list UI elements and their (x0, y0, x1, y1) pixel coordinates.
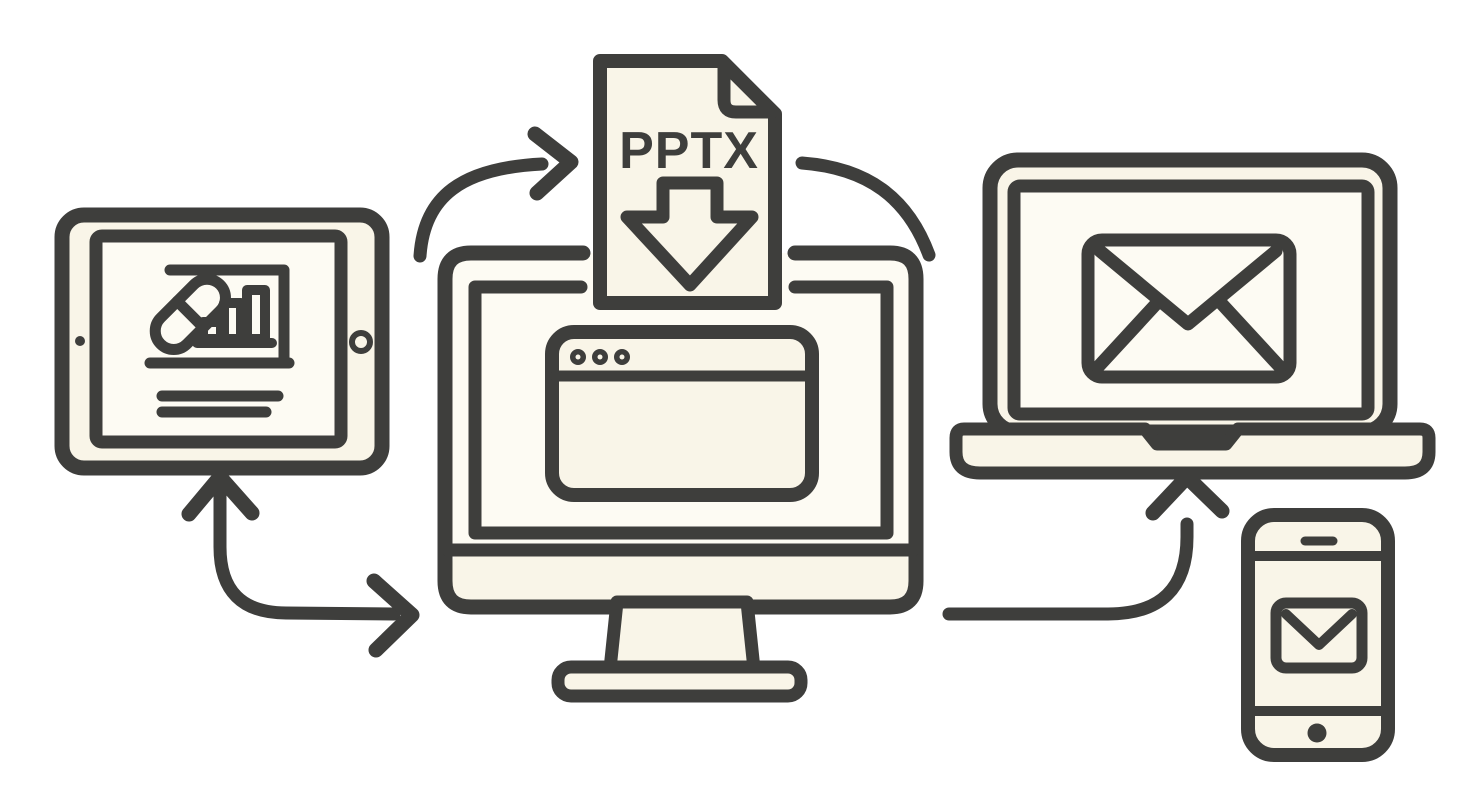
monitor-stand-base (551, 660, 808, 703)
monitor-stand-neck (603, 595, 761, 676)
pptx-label: PPTX (619, 122, 759, 180)
arrow-right-head (366, 573, 420, 658)
tablet-camera-dot (75, 336, 85, 346)
laptop-base (949, 422, 1436, 480)
email-envelope-icon (1270, 597, 1368, 674)
arrow-right-head (527, 126, 579, 201)
envelope-fold-left (1091, 296, 1164, 374)
bar-chart-icon (192, 285, 277, 348)
tablet-monitor-arrow (181, 469, 420, 658)
slide-frame (164, 264, 290, 364)
arrow-up-head (181, 469, 260, 522)
presentation-slide-icon (144, 264, 295, 369)
monitor-file-arc-arrow (413, 126, 579, 263)
envelope-outline (1270, 597, 1368, 674)
pptx-file: PPTX (593, 54, 782, 310)
file-laptop-arc (795, 156, 936, 262)
browser-window-buttons (570, 349, 630, 365)
phone-device (1241, 508, 1395, 762)
browser-window-frame (545, 325, 819, 502)
monitor-screen-outline (468, 280, 894, 540)
phone-body (1241, 508, 1395, 762)
envelope-flap (1281, 609, 1357, 650)
email-envelope-icon (1081, 233, 1297, 384)
envelope-flap (1093, 244, 1283, 331)
tablet-home-button (349, 330, 373, 354)
monitor-laptop-arrow (942, 469, 1230, 621)
arrow-up-head (1145, 469, 1230, 521)
monitor-device (437, 245, 924, 703)
file-fold-corner (717, 57, 779, 119)
browser-window-icon (545, 325, 819, 502)
envelope-fold-right (1214, 296, 1287, 374)
phone-home-button (1307, 723, 1327, 743)
download-arrow-icon (620, 176, 759, 292)
envelope-outline (1081, 233, 1297, 384)
tablet-device (54, 207, 390, 476)
laptop-device (949, 152, 1436, 480)
monitor-chin (452, 548, 909, 600)
text-lines (156, 390, 284, 418)
